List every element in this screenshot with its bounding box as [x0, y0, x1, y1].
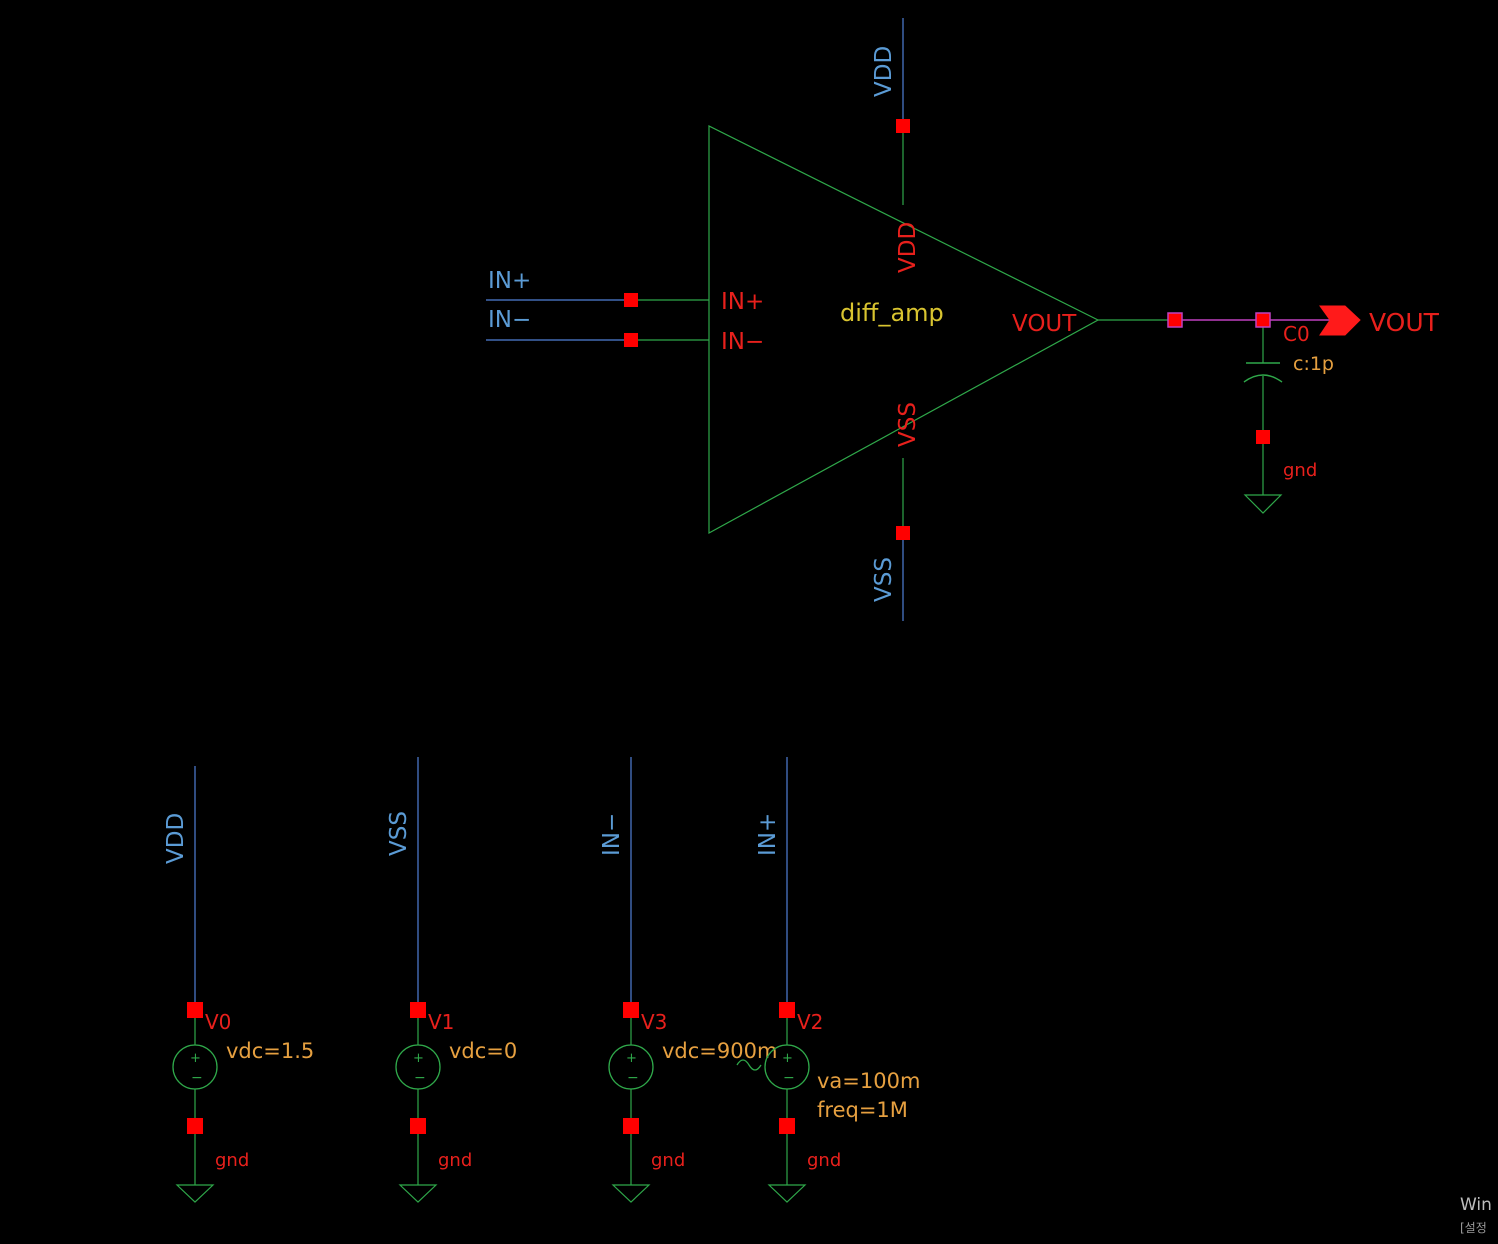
source-param: vdc=1.5 [226, 1039, 314, 1063]
ac-sine-icon [736, 1059, 762, 1071]
cap-ground-label: gnd [1283, 460, 1317, 481]
ground-icon [767, 1184, 807, 1203]
amp-pin-label-in-minus: IN− [721, 329, 764, 355]
voltage-source-v1[interactable]: + − VSS V1 vdc=0 gnd [386, 757, 517, 1203]
pin-marker[interactable] [779, 1002, 795, 1018]
cap-instance-name: C0 [1283, 322, 1310, 346]
amp-pin-label-vdd: VDD [895, 222, 921, 273]
source-param: vdc=900m [662, 1039, 777, 1063]
capacitor-c0[interactable]: C0 c:1p gnd [1243, 320, 1334, 514]
net-label-in-plus: IN+ [488, 268, 531, 294]
pin-marker[interactable] [1256, 430, 1270, 444]
pin-marker-selected[interactable] [1255, 312, 1271, 328]
pin-marker[interactable] [624, 333, 638, 347]
cap-ground-icon [1243, 494, 1283, 514]
source-param: va=100m [817, 1069, 920, 1093]
pin-marker[interactable] [896, 119, 910, 133]
pin-marker[interactable] [896, 526, 910, 540]
source-net-label: IN− [599, 813, 625, 856]
source-instance-name: V0 [205, 1010, 231, 1034]
net-label-vdd-top: VDD [871, 46, 897, 97]
amp-cell-name: diff_amp [840, 299, 944, 327]
vout-output-pin[interactable]: VOUT [1319, 305, 1440, 337]
source-plus-sign: + [782, 1051, 793, 1066]
voltage-source-v0[interactable]: + − VDD V0 vdc=1.5 gnd [163, 766, 314, 1203]
source-instance-name: V2 [797, 1010, 823, 1034]
output-pin-label: VOUT [1369, 308, 1440, 337]
net-label-in-minus: IN− [488, 307, 531, 333]
ground-icon [175, 1184, 215, 1203]
ground-icon [398, 1184, 438, 1203]
source-instance-name: V3 [641, 1010, 667, 1034]
pin-marker[interactable] [410, 1002, 426, 1018]
pin-marker[interactable] [623, 1118, 639, 1134]
source-minus-sign: − [414, 1070, 426, 1086]
pin-marker-selected[interactable] [1167, 312, 1183, 328]
ground-icon [611, 1184, 651, 1203]
cap-value: c:1p [1293, 353, 1334, 375]
amp-wires[interactable]: IN+ IN− VDD VSS [486, 18, 1330, 621]
amp-pin-label-vout: VOUT [1012, 311, 1077, 337]
amp-triangle-body[interactable] [708, 125, 1100, 535]
source-param: vdc=0 [449, 1039, 517, 1063]
source-net-label: VDD [163, 813, 189, 864]
net-label-vss-bottom: VSS [871, 557, 897, 602]
pin-marker[interactable] [623, 1002, 639, 1018]
pin-marker[interactable] [779, 1118, 795, 1134]
amp-pin-label-in-plus: IN+ [721, 289, 764, 315]
watermark-line2: [설정 [1460, 1221, 1487, 1235]
windows-activation-watermark: Win [설정 [1458, 1195, 1498, 1239]
voltage-source-v2[interactable]: + − IN+ V2 va=100m freq=1M gnd [736, 757, 920, 1203]
cap-plate-bottom [1243, 374, 1283, 383]
source-ground-label: gnd [215, 1150, 249, 1171]
pin-marker[interactable] [187, 1002, 203, 1018]
diff-amp-instance[interactable]: diff_amp IN+ IN− VOUT VDD VSS [631, 125, 1175, 535]
source-instance-name: V1 [428, 1010, 454, 1034]
source-ground-label: gnd [438, 1150, 472, 1171]
source-ground-label: gnd [807, 1150, 841, 1171]
watermark-line1: Win [1460, 1195, 1492, 1215]
connection-markers [624, 119, 1271, 540]
voltage-source-v3[interactable]: + − IN− V3 vdc=900m gnd [599, 757, 777, 1203]
source-net-label: VSS [386, 811, 412, 856]
amp-pin-label-vss: VSS [895, 402, 921, 447]
source-plus-sign: + [626, 1051, 637, 1066]
source-plus-sign: + [190, 1051, 201, 1066]
pin-marker[interactable] [624, 293, 638, 307]
voltage-sources[interactable]: + − VDD V0 vdc=1.5 gnd + − VSS V1 vdc=0 gnd + − IN− V3 v… [163, 757, 920, 1203]
source-net-label: IN+ [755, 813, 781, 856]
source-minus-sign: − [627, 1070, 639, 1086]
pin-marker[interactable] [187, 1118, 203, 1134]
source-minus-sign: − [783, 1070, 795, 1086]
output-pin-icon[interactable] [1319, 305, 1361, 336]
source-plus-sign: + [413, 1051, 424, 1066]
pin-marker[interactable] [410, 1118, 426, 1134]
source-param: freq=1M [817, 1098, 908, 1122]
source-ground-label: gnd [651, 1150, 685, 1171]
source-minus-sign: − [191, 1070, 203, 1086]
